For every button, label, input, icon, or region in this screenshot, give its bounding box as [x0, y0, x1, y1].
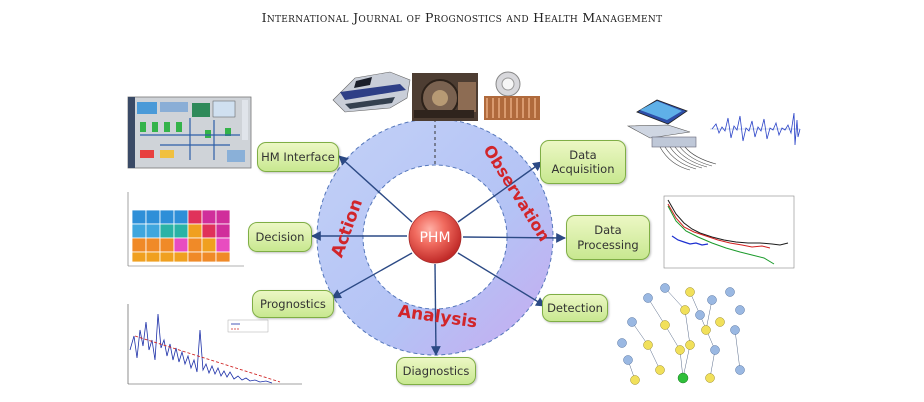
- arrow-data-processing: [462, 233, 566, 243]
- phm-center-node: [408, 210, 462, 264]
- data-acquisition-box: Data Acquisition: [540, 140, 626, 184]
- bearing-image: [484, 71, 540, 120]
- arrow-diagnostics: [431, 263, 441, 356]
- engine-image: [412, 73, 478, 121]
- bayesian-network-image: [617, 283, 745, 385]
- rul-prognostics-chart-image: [127, 304, 302, 385]
- phm-center-label: PHM: [419, 230, 450, 246]
- arrow-data-acquisition: [457, 161, 543, 223]
- prognostics-box: Prognostics: [252, 290, 334, 318]
- arrow-prognostics: [331, 252, 413, 299]
- arrow-detection: [457, 252, 546, 307]
- train-image: [332, 71, 411, 113]
- processing-curves-image: [663, 195, 795, 269]
- diagnostics-box: Diagnostics: [396, 357, 476, 385]
- vibration-signal-image: [710, 112, 801, 146]
- scada-screenshot-image: [127, 96, 252, 169]
- detection-box: Detection: [542, 294, 608, 322]
- arrow-hm-interface: [338, 155, 413, 223]
- decision-box: Decision: [248, 222, 312, 252]
- arrows: [311, 155, 566, 356]
- hm-interface-box: HM Interface: [257, 142, 339, 172]
- journal-header: International Journal of Prognostics and…: [261, 10, 663, 25]
- data-processing-box: Data Processing: [566, 215, 650, 260]
- decision-matrix-image: [127, 192, 244, 267]
- laptop-daq-image: [626, 99, 717, 171]
